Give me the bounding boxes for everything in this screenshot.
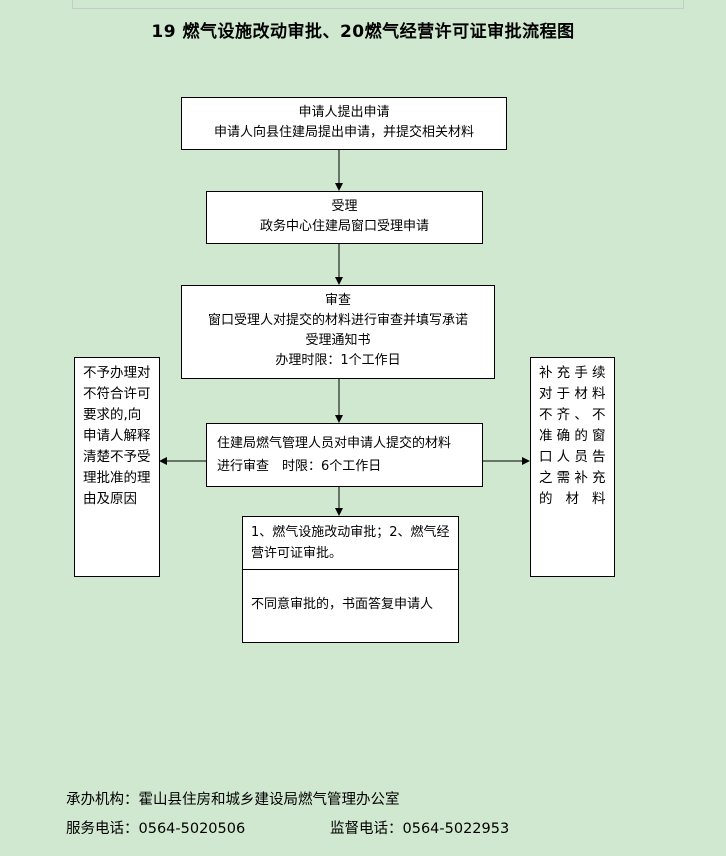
step-gas-review-desc: 住建局燃气管理人员对申请人提交的材料 [217,436,452,451]
footer-org: 承办机构：霍山县住房和城乡建设局燃气管理办公室 [66,792,400,808]
step-review-desc: 窗口受理人对提交的材料进行审查并填写承诺 [207,313,468,328]
step-accept-box: 受理 政务中心住建局窗口受理申请 [206,191,483,244]
top-frame-line [72,0,684,9]
side-box-supplement: 补充手续对于材料不齐、不准确的窗口人员告之需补充的材料 [530,357,615,577]
footer-service-phone: 服务电话：0564-5020506 [66,821,246,837]
result-approve-text: 1、燃气设施改动审批；2、燃气经营许可证审批。 [251,525,450,561]
step-accept-desc: 政务中心住建局窗口受理申请 [259,219,429,234]
step-review-title: 审查 [324,293,351,308]
side-box-reject: 不予办理对不符合许可要求的,向申请人解释清楚不予受理批准的理由及原因 [74,357,160,577]
step-apply-desc: 申请人向县住建局提出申请，并提交相关材料 [213,125,474,140]
side-supplement-text: 补充手续对于材料不齐、不准确的窗口人员告之需补充的材料 [539,365,606,507]
step-gas-review-box: 住建局燃气管理人员对申请人提交的材料 进行审查 时限：6个工作日 [206,423,483,487]
step-review-desc-2: 受理通知书 [305,333,371,348]
step-accept-title: 受理 [331,199,358,214]
step-review-box: 审查 窗口受理人对提交的材料进行审查并填写承诺 受理通知书 办理时限：1个工作日 [181,285,495,379]
step-review-time-limit: 办理时限：1个工作日 [275,353,401,368]
step-result-box: 1、燃气设施改动审批；2、燃气经营许可证审批。 不同意审批的，书面答复申请人 [242,516,459,643]
step-apply-box: 申请人提出申请 申请人向县住建局提出申请，并提交相关材料 [181,97,507,150]
side-reject-text: 不予办理对不符合许可要求的,向申请人解释清楚不予受理批准的理由及原因 [83,365,151,507]
result-reject-cell: 不同意审批的，书面答复申请人 [243,570,458,615]
footer-supervise-phone: 监督电话：0564-5022953 [330,821,510,837]
result-reject-text: 不同意审批的，书面答复申请人 [251,597,434,612]
step-apply-title: 申请人提出申请 [298,105,390,120]
step-gas-review-time-limit: 进行审查 时限：6个工作日 [217,459,382,474]
page-title: 19 燃气设施改动审批、20燃气经营许可证审批流程图 [151,22,575,42]
result-approve-cell: 1、燃气设施改动审批；2、燃气经营许可证审批。 [243,517,458,570]
